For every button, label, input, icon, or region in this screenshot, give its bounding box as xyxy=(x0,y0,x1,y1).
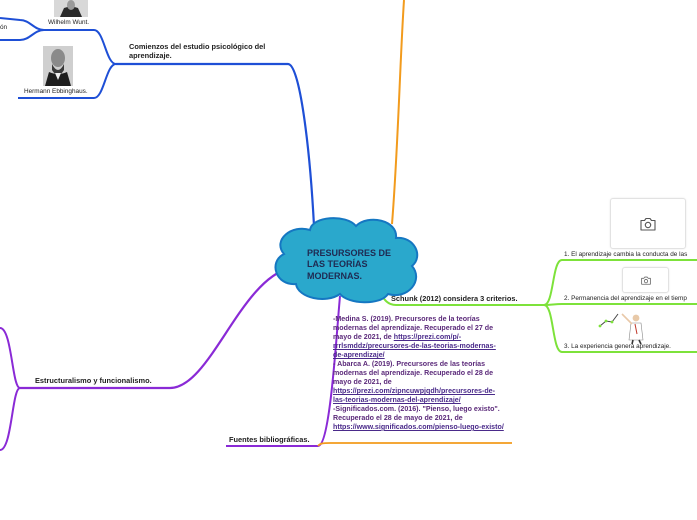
connector-c2 xyxy=(543,303,697,306)
connector-estructuralismo-down xyxy=(0,387,21,451)
central-cloud[interactable] xyxy=(274,217,419,304)
reference-1-link[interactable]: https://prezi.com/p/-rrrlsmddz/precursor… xyxy=(333,333,496,359)
references-block: -Medina S. (2019). Precursores de la teo… xyxy=(333,315,506,432)
criterio-2-image-placeholder[interactable] xyxy=(622,267,669,293)
camera-icon xyxy=(640,217,656,231)
criterio-2-label[interactable]: 2. Permanencia del aprendizaje en el tie… xyxy=(564,295,687,302)
connector-estructuralismo xyxy=(20,266,291,390)
connector-ebbinghaus xyxy=(18,63,117,99)
connector-wundt xyxy=(44,29,117,65)
reference-3-text: -Significados.com. (2016). "Pienso, lueg… xyxy=(333,405,500,422)
central-topic-title[interactable]: PRESURSORES DE LAS TEORÍAS MODERNAS. xyxy=(307,248,392,281)
person-label-ebbinghaus[interactable]: Hermann Ebbinghaus. xyxy=(24,88,88,95)
connector-left-top xyxy=(0,17,45,31)
branch-label-estructuralismo[interactable]: Estructuralismo y funcionalismo. xyxy=(35,376,152,385)
connector-references xyxy=(317,442,512,447)
reference-1-text: -Medina S. (2019). Precursores de la teo… xyxy=(333,315,494,341)
ebbinghaus-portrait xyxy=(43,46,73,86)
left-fragment-label[interactable]: ón xyxy=(0,24,8,31)
connector-estructuralismo-up xyxy=(0,327,21,389)
criterio-3-label[interactable]: 3. La experiencia genera aprendizaje. xyxy=(564,343,671,350)
criterio-1-image-placeholder[interactable] xyxy=(610,198,686,249)
connector-c3 xyxy=(543,304,697,353)
connector-orange-top xyxy=(391,0,405,225)
connector-fuentes xyxy=(226,295,341,447)
connector-inicios xyxy=(116,62,316,227)
experience-illustration xyxy=(598,313,644,345)
criterio-1-label[interactable]: 1. El aprendizaje cambia la conducta de … xyxy=(564,251,688,258)
branch-label-schunk[interactable]: Schunk (2012) considera 3 criterios. xyxy=(391,294,518,303)
reference-2-text: - Abarca A. (2019). Precursores de las t… xyxy=(333,360,494,386)
branch-label-inicios[interactable]: Comienzos del estudio psicológico del ap… xyxy=(129,42,266,60)
branch-label-fuentes[interactable]: Fuentes bibliográficas. xyxy=(229,435,310,444)
person-label-wundt[interactable]: Wilhelm Wunt. xyxy=(48,19,90,26)
reference-2-link[interactable]: https://prezi.com/zipncuwpjqdh/precursor… xyxy=(333,387,495,404)
wundt-portrait xyxy=(54,0,88,17)
camera-icon xyxy=(640,276,651,285)
connector-c1 xyxy=(543,259,697,306)
reference-3-link[interactable]: https://www.significados.com/pienso-lueg… xyxy=(333,423,504,431)
